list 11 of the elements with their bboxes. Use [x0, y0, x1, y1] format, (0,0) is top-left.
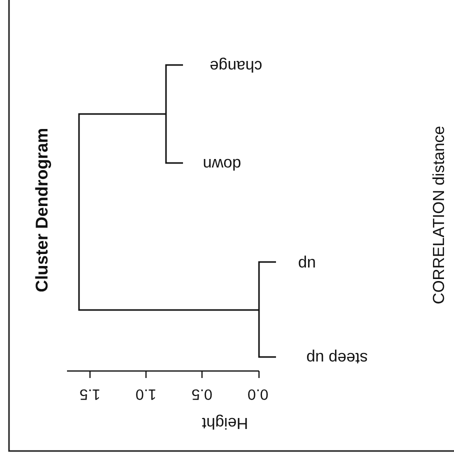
- leaf-label: change: [210, 57, 262, 73]
- leaf-label: steep up: [306, 349, 368, 365]
- axis-label: Height: [202, 414, 248, 430]
- leaf-label: down: [202, 155, 242, 171]
- tick-label: 1.0: [136, 386, 156, 402]
- tick-label: 0.0: [248, 386, 268, 402]
- leaf-label: up: [298, 255, 316, 271]
- tick-label: 0.5: [192, 386, 212, 402]
- tick-label: 1.5: [80, 386, 100, 402]
- subtitle: CORRELATION distance: [432, 126, 448, 304]
- chart-title: Cluster Dendrogram: [34, 128, 50, 292]
